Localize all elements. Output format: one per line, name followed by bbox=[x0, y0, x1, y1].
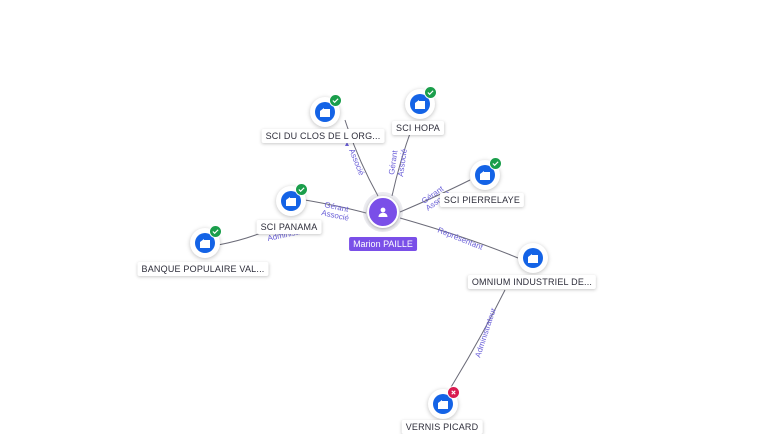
node-label-banque-populaire[interactable]: BANQUE POPULAIRE VAL... bbox=[137, 262, 269, 276]
edge-label-sci-hopa-1: Gérant bbox=[387, 149, 399, 175]
company-node-sci-du-clos[interactable] bbox=[310, 94, 342, 127]
node-label-sci-du-clos[interactable]: SCI DU CLOS DE L ORG... bbox=[261, 129, 385, 143]
edge-label-omnium: Représentant bbox=[436, 226, 485, 253]
active-badge-icon bbox=[424, 86, 437, 99]
company-node-sci-pierrelaye[interactable] bbox=[470, 157, 502, 190]
edge-sci-du-clos bbox=[344, 119, 379, 197]
building-icon bbox=[415, 100, 425, 109]
edge-sci-pierrelaye bbox=[399, 179, 471, 213]
building-icon bbox=[480, 171, 490, 180]
building-icon bbox=[200, 239, 210, 248]
node-label-vernis-picard[interactable]: VERNIS PICARD bbox=[401, 420, 483, 434]
building-icon bbox=[286, 197, 296, 206]
edge-vernis-picard bbox=[447, 289, 506, 393]
company-node-sci-hopa[interactable] bbox=[405, 86, 437, 119]
active-badge-icon bbox=[295, 183, 308, 196]
company-node-vernis-picard[interactable] bbox=[428, 386, 460, 419]
node-label-sci-hopa[interactable]: SCI HOPA bbox=[392, 121, 444, 135]
company-node-banque-populaire[interactable] bbox=[190, 225, 222, 258]
node-label-omnium[interactable]: OMNIUM INDUSTRIEL DE... bbox=[467, 275, 597, 289]
active-badge-icon bbox=[329, 94, 342, 107]
building-icon bbox=[438, 400, 448, 409]
company-node-omnium[interactable] bbox=[518, 243, 548, 273]
building-icon bbox=[528, 254, 538, 263]
node-label-sci-panama[interactable]: SCI PANAMA bbox=[256, 220, 322, 234]
active-badge-icon bbox=[209, 225, 222, 238]
active-badge-icon bbox=[489, 157, 502, 170]
building-icon bbox=[320, 108, 330, 117]
node-label-sci-pierrelaye[interactable]: SCI PIERRELAYE bbox=[439, 193, 525, 207]
edge-sci-panama bbox=[304, 199, 367, 214]
edge-omnium bbox=[399, 217, 519, 259]
person-node-center[interactable] bbox=[363, 192, 403, 232]
person-icon bbox=[378, 207, 388, 217]
edge-label-sci-du-clos: Associé bbox=[347, 147, 366, 177]
edge-label-sci-hopa-2: Associé bbox=[396, 148, 409, 178]
company-node-sci-panama[interactable] bbox=[276, 183, 308, 216]
edge-label-vernis-picard: Administrateur bbox=[473, 306, 498, 358]
closed-badge-icon bbox=[447, 386, 460, 399]
center-person-label[interactable]: Marion PAILLE bbox=[349, 237, 417, 251]
